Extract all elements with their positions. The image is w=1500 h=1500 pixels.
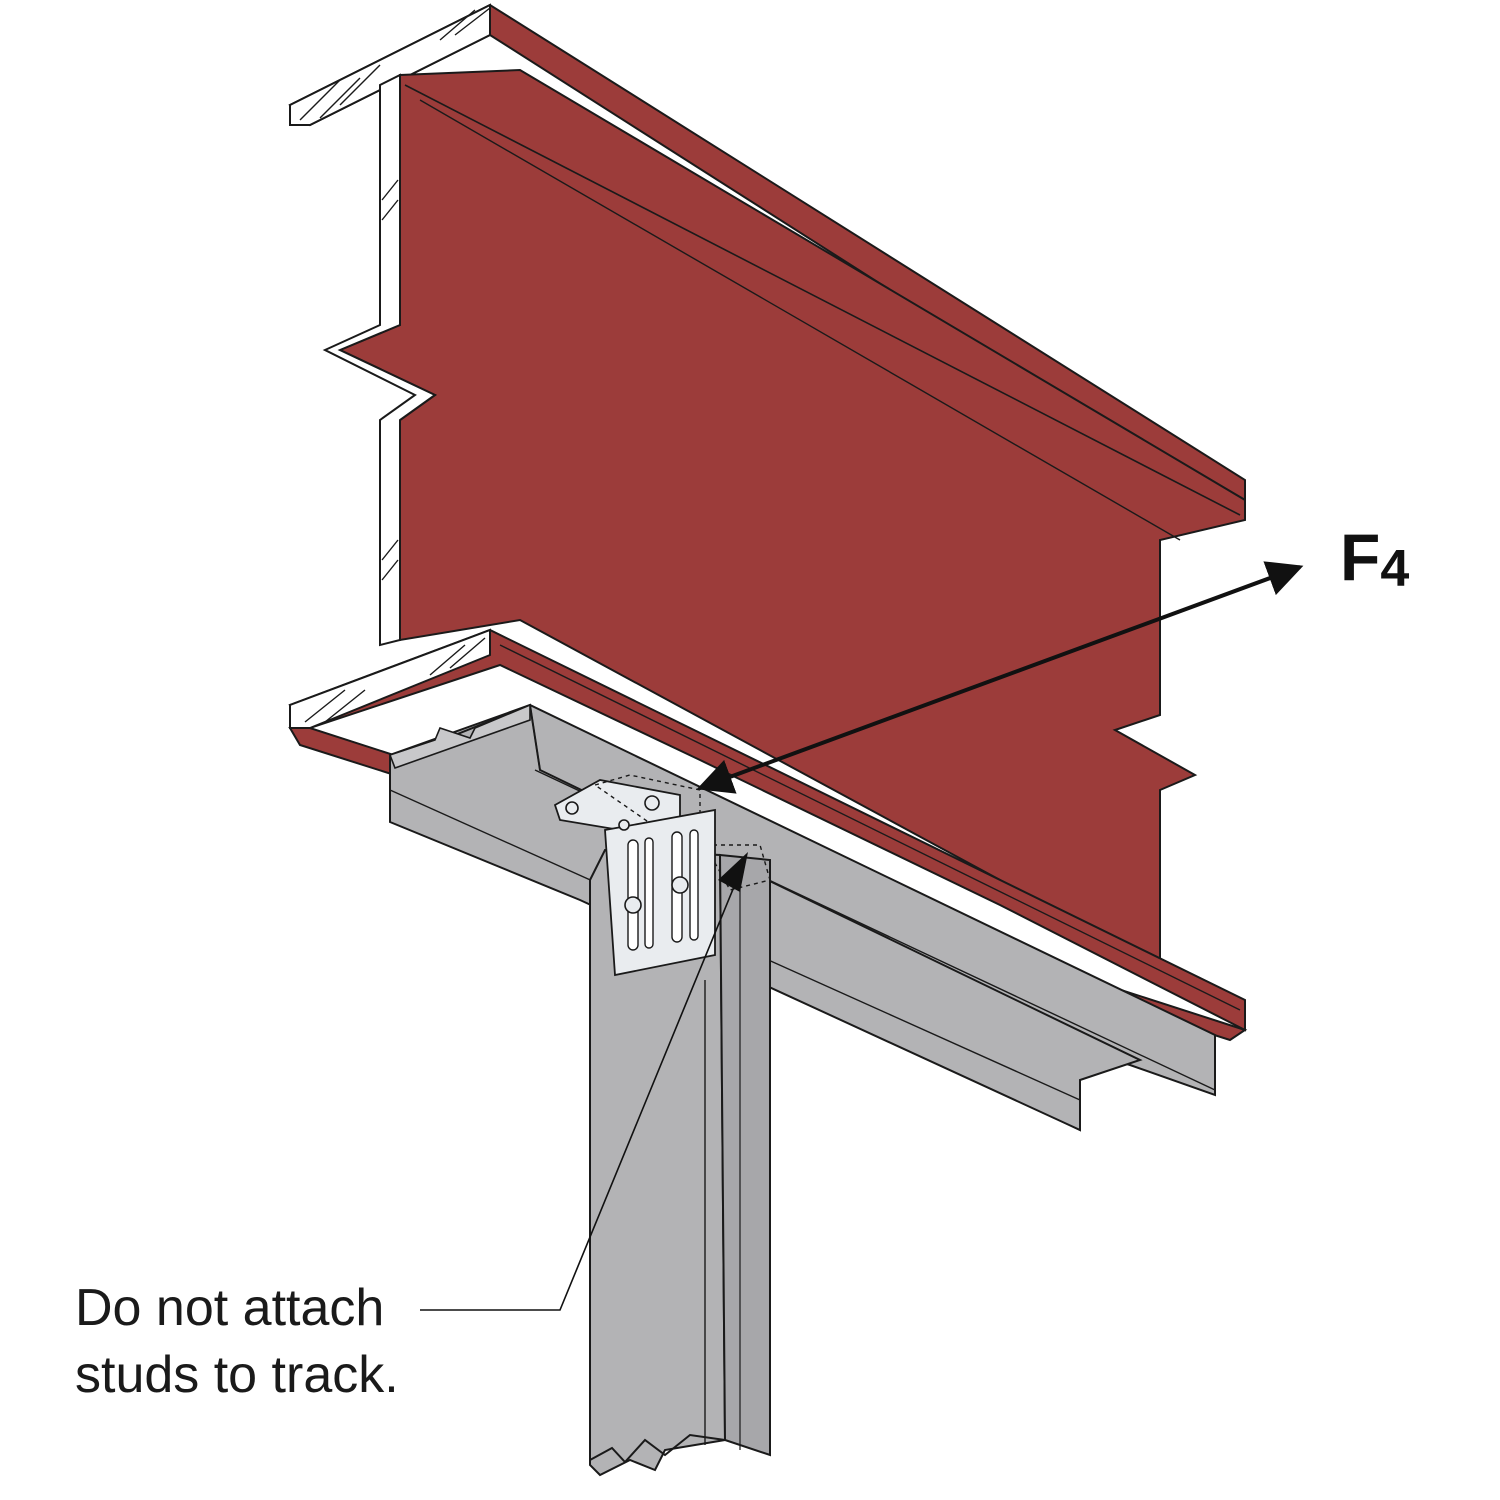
beam-section-end (322, 73, 437, 647)
stud-break-line (589, 1433, 726, 1464)
track-leg-line (529, 704, 541, 771)
bracket-slots (627, 829, 699, 951)
stud-hidden-top (703, 844, 771, 891)
beam-bottom-flange-edge (289, 628, 491, 729)
beam-flange-line-bottom (499, 644, 1241, 1011)
deflection-bracket (553, 774, 716, 977)
stud-side-face (718, 853, 771, 1457)
force-arrow-icon (696, 561, 1304, 794)
callout-leader-arrow-icon (420, 852, 748, 1311)
force-label: F4 (1340, 520, 1409, 598)
steel-stud (589, 844, 771, 1477)
section-hatching (299, 7, 491, 581)
callout-line-1: Do not attach (75, 1279, 384, 1337)
beam-flange-line-top (404, 84, 1241, 516)
callout-line-2: studs to track. (75, 1346, 399, 1404)
track-end-cut (388, 703, 531, 770)
screw-icon (565, 795, 689, 914)
bottom-section-hatching (304, 637, 486, 723)
beam-web-line-top (419, 99, 1181, 541)
